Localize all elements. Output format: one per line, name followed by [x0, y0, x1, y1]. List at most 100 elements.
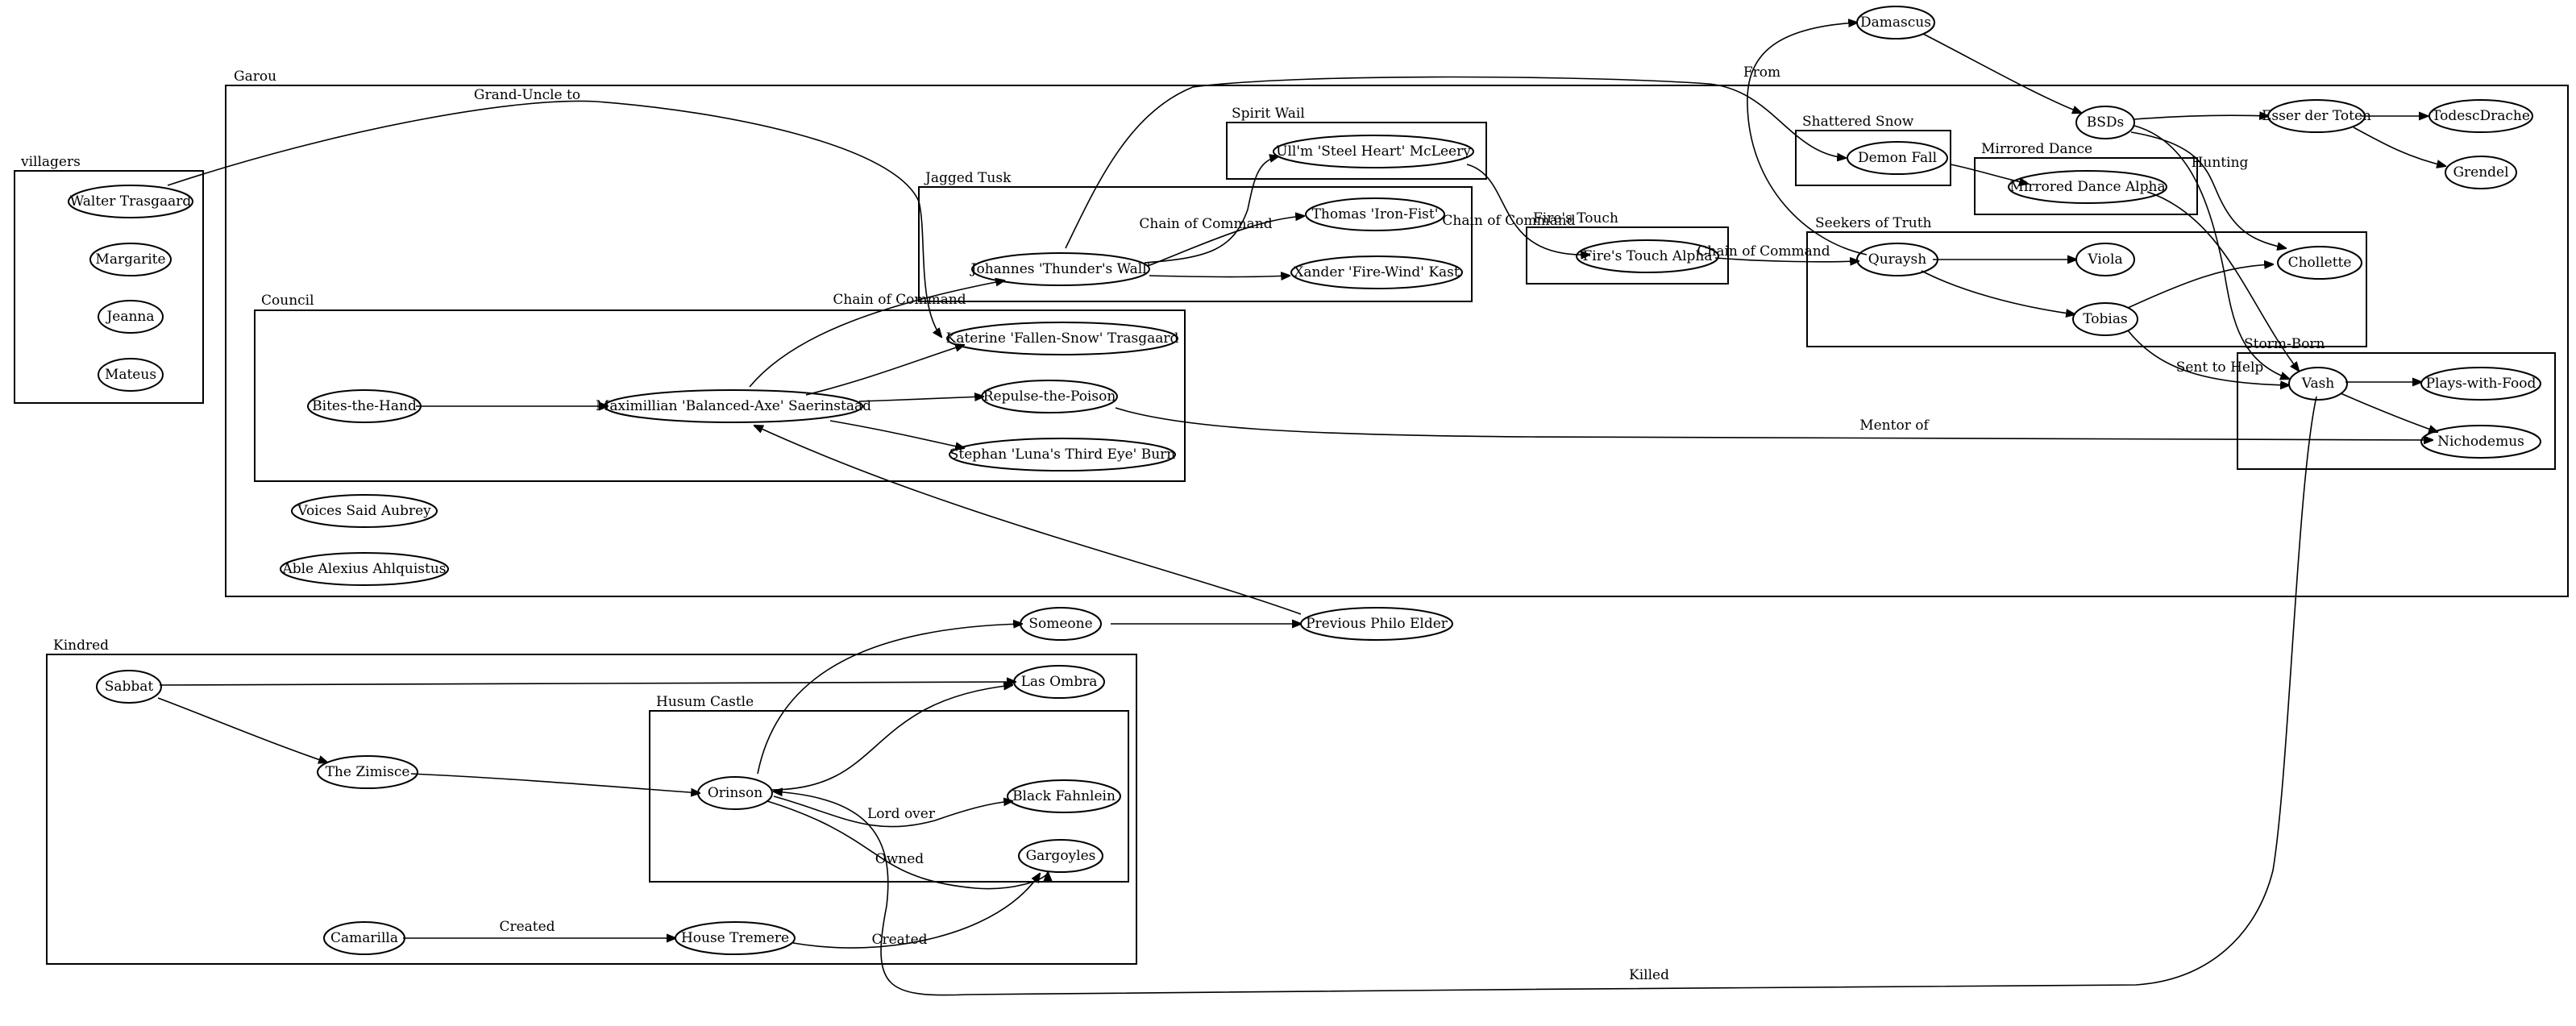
node-sabbat[interactable]: Sabbat	[96, 670, 162, 704]
node-katerine[interactable]: Katerine 'Fallen-Snow' Trasgaard	[946, 322, 1179, 355]
node-ullm[interactable]: Ull'm 'Steel Heart' McLeery	[1273, 135, 1474, 168]
node-damascus-label: Damascus	[1860, 15, 1931, 31]
edge-bsds-to-chollette-label: Hunting	[2192, 155, 2249, 171]
node-tremere[interactable]: House Tremere	[675, 921, 796, 955]
node-stephan[interactable]: Stephan 'Luna's Third Eye' Burn	[949, 438, 1176, 471]
edge-sabbat-to-zimisce-line	[157, 697, 327, 762]
node-able[interactable]: Able Alexius Ahlquistus	[280, 552, 449, 586]
edge-firealpha-to-quraysh: Chain of Command	[1697, 243, 1859, 262]
node-tobias[interactable]: Tobias	[2072, 302, 2138, 336]
node-todesc-label: TodescDrache	[2432, 108, 2530, 124]
node-viola-shape	[2075, 243, 2135, 276]
node-able-shape	[280, 552, 449, 586]
node-johannes[interactable]: Johannes 'Thunder's Wall'	[970, 252, 1151, 286]
node-margarite[interactable]: Margarite	[89, 243, 172, 276]
node-bites[interactable]: Bites-the-Hand	[307, 389, 422, 423]
node-bites-label: Bites-the-Hand	[312, 398, 417, 414]
edge-vash-to-nichodemus	[2340, 393, 2437, 432]
node-quraysh[interactable]: Quraysh	[1856, 243, 1938, 276]
node-firealpha[interactable]: Fire's Touch Alpha	[1576, 239, 1719, 273]
node-zimisce-shape	[317, 755, 418, 789]
node-zimisce[interactable]: The Zimisce	[317, 755, 418, 789]
edge-philo-to-max-line	[754, 426, 1302, 615]
cluster-spirit-wail: Spirit Wail	[1226, 106, 1487, 180]
node-vash[interactable]: Vash	[2288, 367, 2348, 401]
node-esser[interactable]: Esser der Toten	[2262, 99, 2371, 133]
edge-walter-to-katerine-label: Grand-Uncle to	[474, 87, 580, 103]
node-someone-label: Someone	[1028, 616, 1092, 632]
node-ullm-label: Ull'm 'Steel Heart' McLeery	[1276, 143, 1471, 160]
node-someone[interactable]: Someone	[1020, 607, 1102, 641]
node-walter[interactable]: Walter Trasgaard	[68, 185, 193, 218]
edge-esser-to-grendel	[2353, 127, 2445, 166]
node-viola[interactable]: Viola	[2075, 243, 2135, 276]
edge-vash-to-orinson: Killed	[774, 396, 2317, 996]
edge-johannes-to-xander-line	[1149, 276, 1290, 277]
cluster-husum-castle-border	[649, 710, 1129, 883]
cluster-council: Council	[254, 293, 1186, 482]
node-bsds[interactable]: BSDs	[2075, 106, 2135, 139]
node-camarilla[interactable]: Camarilla	[323, 921, 405, 955]
node-damascus-shape	[1856, 6, 1935, 39]
edge-johannes-to-xander	[1149, 276, 1290, 277]
node-jeanna[interactable]: Jeanna	[98, 300, 164, 334]
cluster-shattered-snow-label: Shattered Snow	[1802, 114, 1914, 130]
node-demonfall[interactable]: Demon Fall	[1847, 141, 1948, 175]
node-xander[interactable]: Xander 'Fire-Wind' Kast	[1290, 255, 1463, 289]
cluster-villagers-label: villagers	[20, 154, 81, 170]
node-quraysh-shape	[1856, 243, 1938, 276]
edge-tobias-to-chollette	[2127, 264, 2273, 309]
node-tobias-shape	[2072, 302, 2138, 336]
edge-repulse-to-nichodemus: Mentor of	[1115, 407, 2433, 440]
node-chollette[interactable]: Chollette	[2277, 246, 2362, 280]
node-lasombra-label: Las Ombra	[1021, 674, 1098, 690]
node-mdalpha[interactable]: Mirrored Dance Alpha	[2008, 170, 2167, 204]
edge-quraysh-to-tobias	[1921, 270, 2075, 314]
node-mateus-label: Mateus	[105, 367, 156, 383]
cluster-jagged-tusk: Jagged Tusk	[918, 170, 1473, 302]
node-philo[interactable]: Previous Philo Elder	[1300, 607, 1453, 641]
node-fahnlein[interactable]: Black Fahnlein	[1007, 779, 1121, 813]
edge-johannes-to-ullm-line	[1144, 156, 1278, 264]
node-katerine-label: Katerine 'Fallen-Snow' Trasgaard	[946, 330, 1179, 347]
node-orinson[interactable]: Orinson	[697, 776, 773, 810]
node-fahnlein-label: Black Fahnlein	[1012, 788, 1116, 804]
node-stephan-label: Stephan 'Luna's Third Eye' Burn	[949, 447, 1176, 463]
node-plays[interactable]: Plays-with-Food	[2420, 367, 2541, 401]
node-plays-label: Plays-with-Food	[2426, 376, 2537, 392]
node-layer: Walter Trasgaard Margarite Jeanna Mateus…	[68, 6, 2541, 955]
edge-tremere-to-gargoyles-line	[792, 874, 1040, 949]
node-nichodemus[interactable]: Nichodemus	[2420, 425, 2541, 459]
node-max[interactable]: Maximillian 'Balanced-Axe' Saerinstaad	[596, 389, 871, 423]
node-mateus[interactable]: Mateus	[98, 358, 164, 392]
node-esser-shape	[2267, 99, 2366, 133]
node-able-label: Able Alexius Ahlquistus	[281, 561, 446, 577]
node-margarite-shape	[89, 243, 172, 276]
node-repulse[interactable]: Repulse-the-Poison	[981, 380, 1118, 413]
edge-tobias-to-vash-line	[2127, 330, 2289, 385]
edge-firealpha-to-quraysh-label: Chain of Command	[1697, 243, 1830, 260]
node-bites-shape	[307, 389, 422, 423]
edge-max-to-stephan	[829, 420, 964, 448]
node-thomas[interactable]: Thomas 'Iron-Fist'	[1305, 197, 1445, 231]
edge-max-to-repulse-line	[858, 397, 983, 402]
node-grendel-label: Grendel	[2453, 164, 2508, 181]
edge-johannes-to-thomas: Chain of Command	[1139, 216, 1304, 267]
edge-demonfall-to-mdalpha-line	[1950, 164, 2028, 184]
node-lasombra[interactable]: Las Ombra	[1013, 665, 1105, 699]
node-voices[interactable]: Voices Said Aubrey	[291, 494, 438, 528]
node-philo-label: Previous Philo Elder	[1306, 616, 1448, 632]
edge-quraysh-to-damascus: From	[1743, 23, 1868, 255]
node-gargoyles[interactable]: Gargoyles	[1018, 839, 1103, 873]
node-damascus[interactable]: Damascus	[1856, 6, 1935, 39]
edge-sabbat-to-zimisce	[157, 697, 327, 762]
node-grendel[interactable]: Grendel	[2445, 156, 2517, 189]
cluster-husum-castle-label: Husum Castle	[656, 694, 754, 710]
node-todesc[interactable]: TodescDrache	[2429, 99, 2533, 133]
cluster-jagged-tusk-label: Jagged Tusk	[924, 170, 1012, 186]
cluster-fires-touch-label: Fire's Touch	[1533, 210, 1618, 226]
edge-esser-to-grendel-line	[2353, 127, 2445, 166]
node-gargoyles-shape	[1018, 839, 1103, 873]
edge-ullm-to-firealpha: Chain of Command	[1442, 164, 1589, 255]
node-max-label: Maximillian 'Balanced-Axe' Saerinstaad	[596, 398, 871, 414]
